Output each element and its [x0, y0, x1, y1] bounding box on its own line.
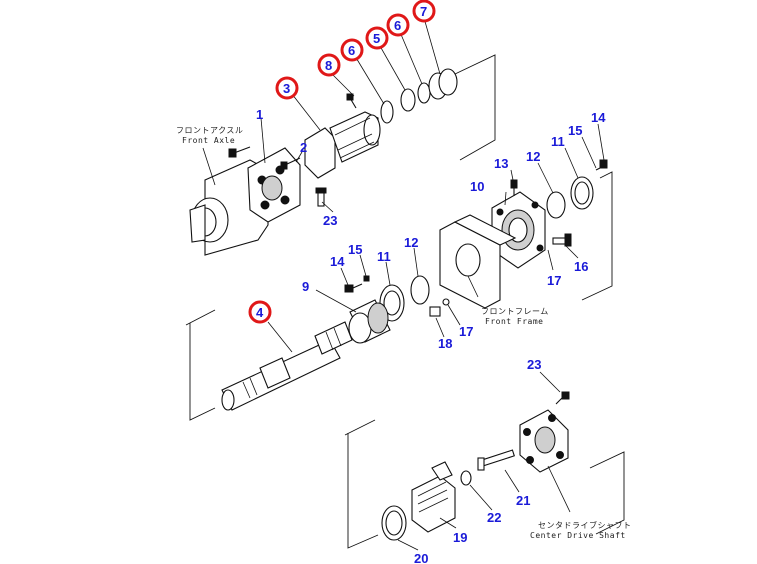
- nut-18: [429, 306, 441, 317]
- ring-3: [275, 76, 299, 100]
- callout-14b: 14: [330, 254, 345, 269]
- flange-yoke-1: [247, 147, 301, 223]
- callout-7: 7: [420, 4, 427, 19]
- washer-17: [442, 298, 450, 306]
- callout-12a: 12: [526, 149, 540, 164]
- callout-12b: 12: [404, 235, 418, 250]
- washer-15-mid: [363, 275, 370, 282]
- callout-15a: 15: [568, 123, 582, 138]
- callout-17a: 17: [547, 273, 561, 288]
- bolt-small-left: [228, 146, 251, 158]
- ring-8: [317, 53, 341, 77]
- center-flange: [519, 409, 569, 473]
- callout-23a: 23: [323, 213, 337, 228]
- callout-6a: 6: [348, 43, 355, 58]
- callout-4: 4: [256, 305, 264, 320]
- ring-12-top: [546, 191, 566, 219]
- callout-1: 1: [256, 107, 263, 122]
- grease-nipple-8: [346, 93, 357, 109]
- callout-19: 19: [453, 530, 467, 545]
- snap-ring-6-a: [380, 100, 394, 124]
- universal-joint-3: [304, 111, 381, 179]
- callout-16: 16: [574, 259, 588, 274]
- yoke-19: [411, 461, 456, 533]
- callout-5: 5: [373, 31, 380, 46]
- washer-22: [460, 470, 472, 486]
- callout-14a: 14: [591, 110, 606, 125]
- ring-12-mid: [410, 275, 430, 305]
- front-frame-bracket: [439, 214, 517, 309]
- cap-7: [428, 68, 458, 100]
- captions: フロントアクスル Front Axle フロントフレーム Front Frame…: [176, 126, 632, 540]
- callout-9: 9: [302, 279, 309, 294]
- caption-front-axle-jp: フロントアクスル: [176, 126, 243, 135]
- caption-center-shaft-jp: センタドライブシャフト: [538, 520, 632, 530]
- drive-shaft-4: [221, 321, 353, 411]
- ring-7: [412, 0, 436, 23]
- leader-lines: [260, 17, 605, 551]
- callout-10: 10: [470, 179, 484, 194]
- bolt-23-top: [315, 187, 327, 207]
- callout-17b: 17: [459, 324, 473, 339]
- callout-15b: 15: [348, 242, 362, 257]
- caption-front-axle-en: Front Axle: [182, 136, 235, 145]
- callout-21: 21: [516, 493, 530, 508]
- callout-11b: 11: [377, 249, 391, 264]
- bolt-16: [552, 233, 572, 247]
- bolt-13: [510, 179, 518, 196]
- callout-labels: 1 2 3 4 5 6 6 7 8 9 10 11 11 12 12 13 14…: [256, 4, 606, 564]
- reference-lines: [185, 54, 625, 549]
- caption-center-shaft-en: Center Drive Shaft: [530, 531, 626, 540]
- callout-8: 8: [325, 58, 332, 73]
- callout-22: 22: [487, 510, 501, 525]
- seal-11-top: [570, 176, 594, 210]
- callout-6b: 6: [394, 18, 401, 33]
- callout-11a: 11: [551, 134, 565, 149]
- ring-6b: [386, 13, 410, 37]
- ring-6a: [340, 38, 364, 62]
- callout-13: 13: [494, 156, 508, 171]
- highlight-rings: [248, 0, 436, 324]
- seal-20: [381, 505, 407, 541]
- ring-5: [365, 26, 389, 50]
- ring-6-b: [417, 82, 431, 104]
- callout-23b: 23: [527, 357, 541, 372]
- bolt-23-bottom: [555, 391, 570, 405]
- caption-front-frame-en: Front Frame: [485, 317, 543, 326]
- seal-5: [400, 88, 416, 112]
- bolt-14-mid: [344, 283, 363, 293]
- callout-18: 18: [438, 336, 452, 351]
- bearing-housing-10: [491, 191, 546, 269]
- bolt-14-top: [595, 159, 608, 171]
- ring-4: [248, 300, 272, 324]
- caption-front-frame-jp: フロントフレーム: [481, 307, 549, 316]
- callout-2: 2: [300, 140, 307, 155]
- bearing-9: [348, 299, 391, 344]
- callout-3: 3: [283, 81, 290, 96]
- callout-20: 20: [414, 551, 428, 564]
- bolt-21: [477, 449, 515, 471]
